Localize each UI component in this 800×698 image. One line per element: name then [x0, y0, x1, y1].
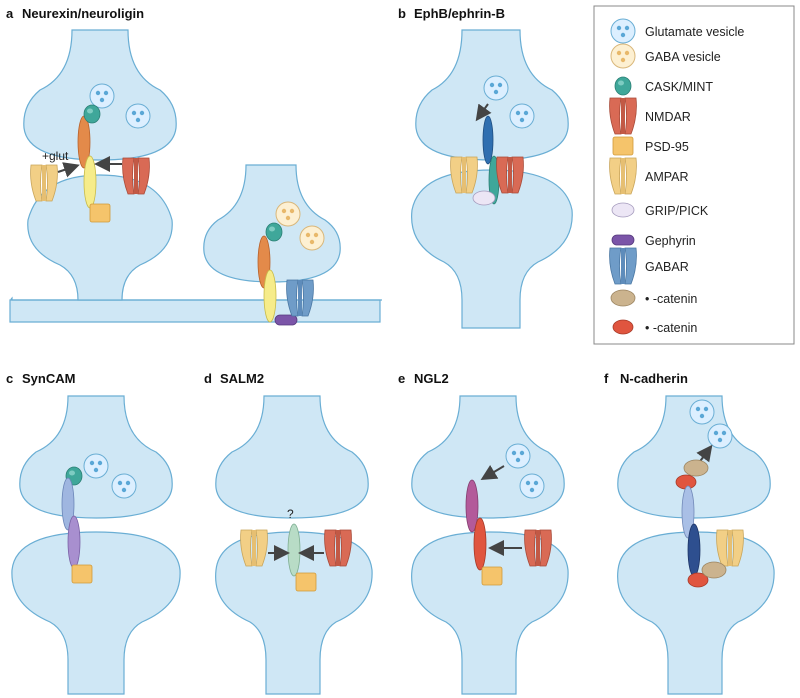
beta-catenin-icon: [683, 459, 709, 477]
syncam-icon: [61, 477, 75, 531]
panel-b-letter: b: [398, 6, 406, 21]
legend-label: Glutamate vesicle: [645, 25, 744, 39]
panel-a-postsynaptic-cell: [9, 299, 381, 323]
legend-label: GABA vesicle: [645, 50, 721, 64]
glutamate-vesicle-icon: [707, 423, 733, 449]
panel-b-title: EphB/ephrin-B: [414, 6, 505, 21]
panel-c-letter: c: [6, 371, 13, 386]
alpha-catenin-icon: [612, 319, 634, 335]
legend-label: AMPAR: [645, 170, 689, 184]
gephyrin-icon: [611, 234, 635, 246]
ampar-icon: [609, 157, 637, 195]
panel-a-letter: a: [6, 6, 14, 21]
panel-e: e NGL2: [398, 371, 569, 695]
glutamate-vesicle-icon: [509, 103, 535, 129]
grip-pick-icon: [472, 190, 496, 206]
gephyrin-icon: [274, 314, 298, 326]
arrow-icon: [475, 103, 492, 122]
glutamate-vesicle-icon: [83, 453, 109, 479]
panel-a: a Neurexin/neuroligin +glut: [6, 6, 382, 326]
salm2-icon: [287, 523, 301, 577]
panel-d-presynaptic-bouton: [215, 395, 369, 519]
panel-c-title: SynCAM: [22, 371, 75, 386]
ampar-icon: [240, 529, 268, 567]
panel-c-postsynaptic-spine: [11, 531, 181, 695]
gabar-icon: [286, 279, 314, 317]
glutamate-vesicle-icon: [483, 75, 509, 101]
ngl2-icon: [465, 479, 479, 533]
beta-catenin-icon: [610, 289, 636, 307]
nmdar-icon: [609, 97, 637, 135]
cask-mint-icon: [614, 76, 632, 96]
nmdar-icon: [324, 529, 352, 567]
ampar-icon: [716, 529, 744, 567]
panel-a-glut-note: +glut: [42, 149, 69, 163]
panel-b: b EphB/ephrin-B: [398, 6, 573, 329]
gaba-vesicle-icon: [275, 201, 301, 227]
ampar-icon: [30, 164, 58, 202]
legend-label: NMDAR: [645, 110, 691, 124]
legend: Glutamate vesicle GABA vesicle CASK/MINT…: [593, 5, 795, 345]
panel-f: f N-cadherin: [604, 371, 775, 695]
legend-label: PSD-95: [645, 140, 689, 154]
panel-f-title: N-cadherin: [620, 371, 688, 386]
panel-d-letter: d: [204, 371, 212, 386]
neuroligin-icon: [263, 269, 277, 323]
arrow-icon: [57, 162, 80, 178]
glutamate-vesicle-icon: [125, 103, 151, 129]
legend-label: Gephyrin: [645, 234, 696, 248]
panel-f-letter: f: [604, 371, 609, 386]
legend-label: • -catenin: [645, 292, 697, 306]
psd95-icon: [71, 564, 93, 584]
cask-mint-icon: [83, 104, 101, 124]
glutamate-vesicle-icon: [519, 473, 545, 499]
psd95-icon: [612, 136, 634, 156]
nmdar-icon: [524, 529, 552, 567]
psd95-icon: [89, 203, 111, 223]
ampar-icon: [450, 156, 478, 194]
glutamate-vesicle-icon: [111, 473, 137, 499]
legend-label: GABAR: [645, 260, 689, 274]
nmdar-icon: [122, 157, 150, 195]
panel-d-question-note: ?: [287, 507, 294, 521]
nmdar-icon: [496, 156, 524, 194]
panel-a-dendrite: [10, 296, 382, 301]
legend-label: • -catenin: [645, 321, 697, 335]
n-cadherin-icon: [687, 523, 701, 577]
legend-label: GRIP/PICK: [645, 204, 709, 218]
legend-label: CASK/MINT: [645, 80, 713, 94]
arrow-icon: [480, 464, 505, 481]
panel-d-title: SALM2: [220, 371, 264, 386]
neuroligin-icon: [83, 155, 97, 209]
panel-e-postsynaptic-spine: [411, 531, 569, 695]
panel-e-title: NGL2: [414, 371, 449, 386]
grip-pick-icon: [611, 202, 635, 218]
panel-a-title: Neurexin/neuroligin: [22, 6, 144, 21]
gaba-vesicle-icon: [299, 225, 325, 251]
glutamate-vesicle-icon: [689, 399, 715, 425]
glutamate-vesicle-icon: [610, 18, 636, 44]
psd95-icon: [481, 566, 503, 586]
panel-e-presynaptic-bouton: [411, 395, 565, 519]
ephb-icon: [482, 115, 494, 165]
cask-mint-icon: [265, 222, 283, 242]
panel-e-letter: e: [398, 371, 405, 386]
psd95-icon: [295, 572, 317, 592]
gabar-icon: [609, 247, 637, 285]
gaba-vesicle-icon: [610, 43, 636, 69]
glutamate-vesicle-icon: [89, 83, 115, 109]
panel-d: d SALM2 ?: [204, 371, 373, 695]
panel-c: c SynCAM: [6, 371, 181, 695]
glutamate-vesicle-icon: [505, 443, 531, 469]
n-cadherin-icon: [681, 485, 695, 539]
ngl2-icon: [473, 517, 487, 571]
syncam-icon: [67, 515, 81, 569]
beta-catenin-icon: [701, 561, 727, 579]
